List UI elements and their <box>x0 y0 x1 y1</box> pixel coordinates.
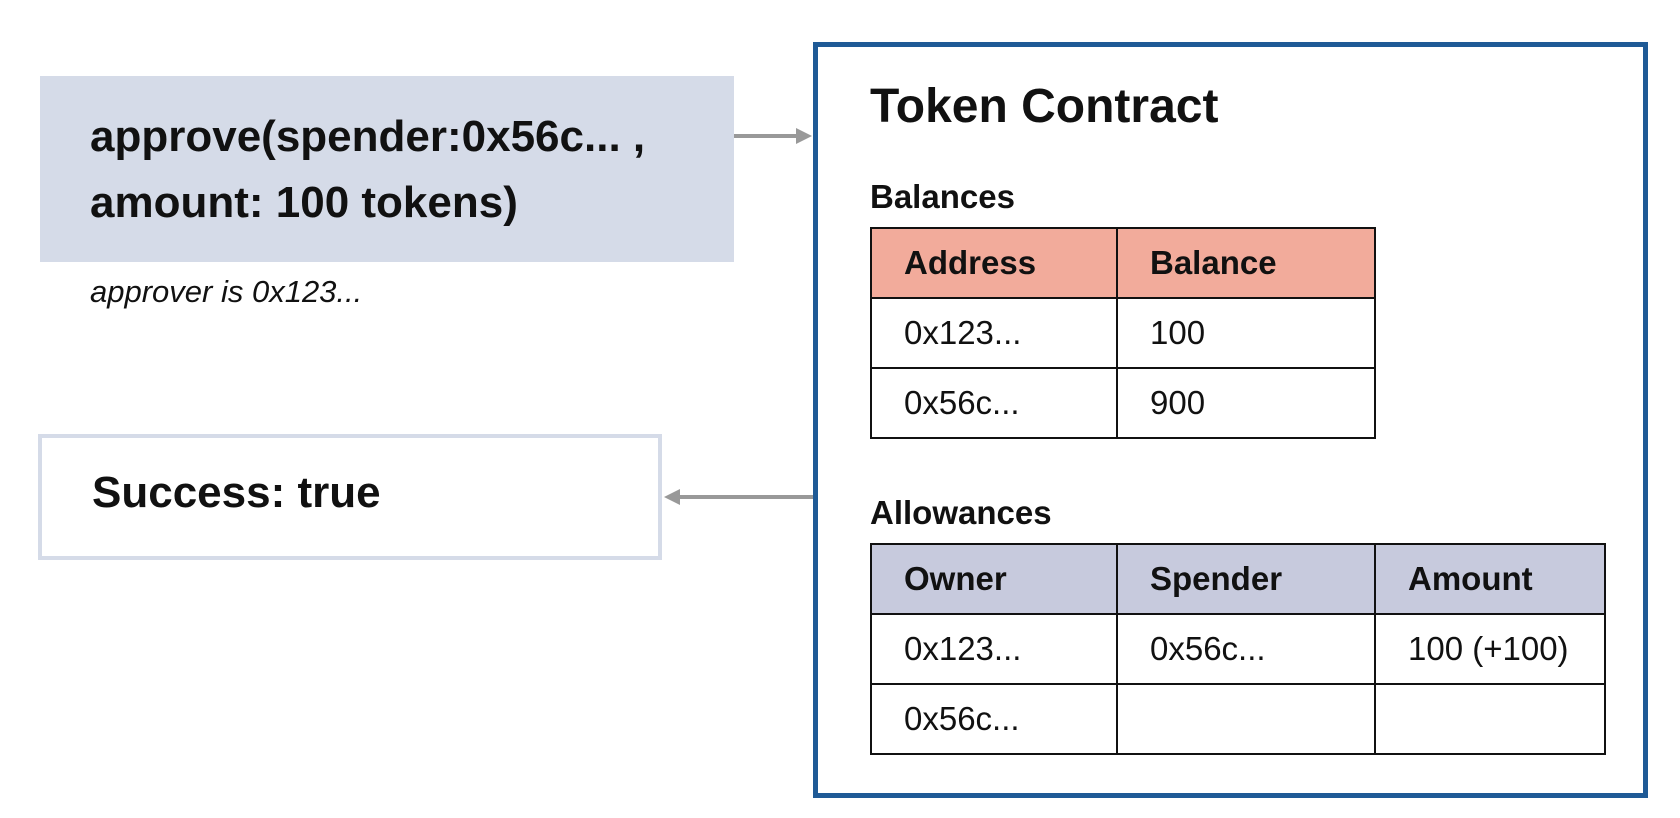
balance-address-cell: 0x123... <box>870 297 1118 369</box>
allowances-header-amount: Amount <box>1374 543 1606 615</box>
token-contract-panel: Token Contract Balances Address Balance … <box>813 42 1648 798</box>
balance-value-cell: 100 <box>1116 297 1376 369</box>
table-row: 0x56c... <box>870 683 1606 755</box>
allowance-amount-cell: 100 (+100) <box>1374 613 1606 685</box>
allowances-header-row: Owner Spender Amount <box>870 543 1606 615</box>
approve-call-line-1: approve(spender:0x56c... , <box>90 112 646 161</box>
request-arrow <box>734 128 812 144</box>
result-box: Success: true <box>38 434 662 560</box>
balance-address-cell: 0x56c... <box>870 367 1118 439</box>
allowances-label: Allowances <box>870 494 1052 531</box>
allowance-spender-cell: 0x56c... <box>1116 613 1376 685</box>
allowance-spender-cell <box>1116 683 1376 755</box>
allowances-header-spender: Spender <box>1116 543 1376 615</box>
balances-label: Balances <box>870 178 1015 215</box>
table-row: 0x56c... 900 <box>870 367 1376 439</box>
balances-table: Address Balance 0x123... 100 0x56c... 90… <box>870 227 1376 439</box>
balances-header-row: Address Balance <box>870 227 1376 299</box>
allowances-table: Owner Spender Amount 0x123... 0x56c... 1… <box>870 543 1606 755</box>
approver-note: approver is 0x123... <box>90 274 363 309</box>
allowance-amount-cell <box>1374 683 1606 755</box>
result-text: Success: true <box>92 468 381 517</box>
table-row: 0x123... 0x56c... 100 (+100) <box>870 613 1606 685</box>
balances-header-balance: Balance <box>1116 227 1376 299</box>
allowances-header-owner: Owner <box>870 543 1118 615</box>
response-arrow <box>664 489 813 505</box>
balance-value-cell: 900 <box>1116 367 1376 439</box>
contract-title: Token Contract <box>870 80 1219 133</box>
balances-header-address: Address <box>870 227 1118 299</box>
table-row: 0x123... 100 <box>870 297 1376 369</box>
allowance-owner-cell: 0x56c... <box>870 683 1118 755</box>
allowance-owner-cell: 0x123... <box>870 613 1118 685</box>
approve-call-line-2: amount: 100 tokens) <box>90 178 518 227</box>
approve-call-box: approve(spender:0x56c... , amount: 100 t… <box>40 76 734 262</box>
